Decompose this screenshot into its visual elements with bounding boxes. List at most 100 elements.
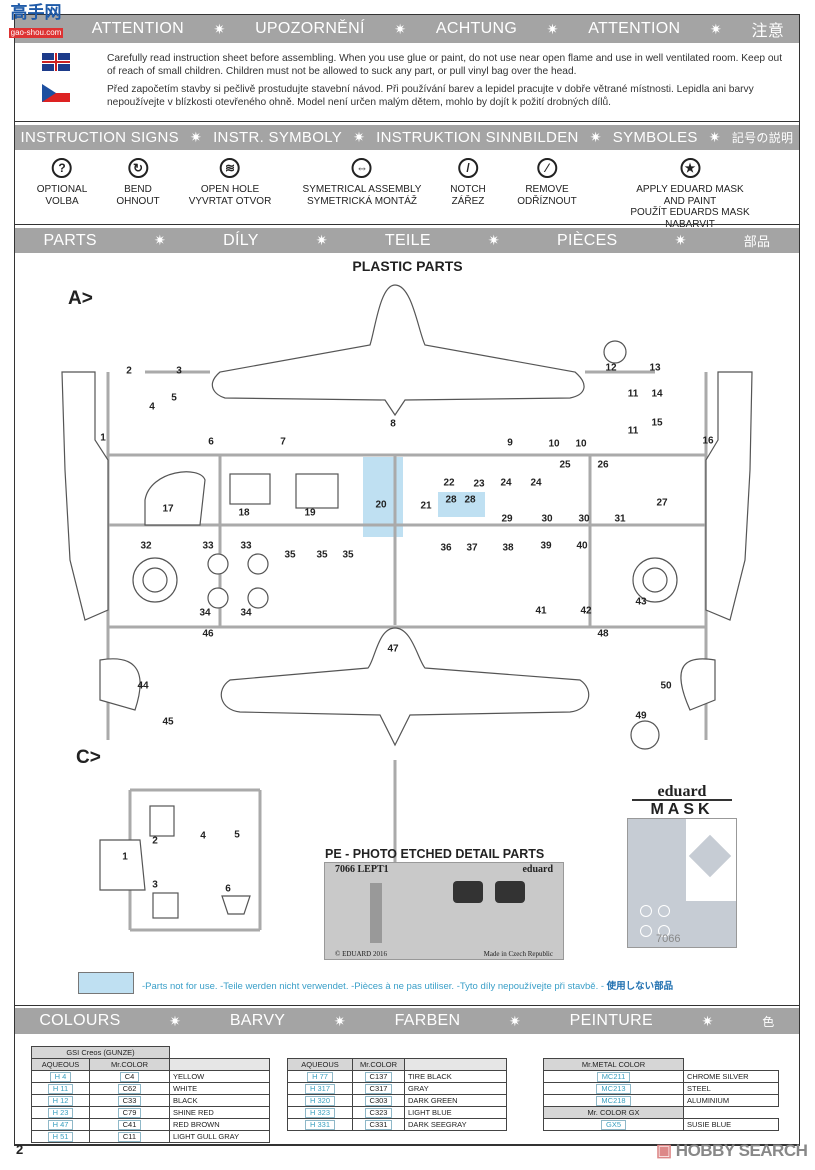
- attention-fr: ATTENTION: [588, 20, 681, 37]
- part-number-label: 36: [440, 542, 452, 554]
- colours-de: FARBEN: [394, 1012, 461, 1029]
- part-number-label: 30: [541, 513, 553, 525]
- part-number-label: 1: [100, 432, 106, 444]
- sign-label: SYMETRICAL ASSEMBLY: [302, 184, 422, 195]
- attention-cz: UPOZORNĚNÍ: [255, 20, 365, 37]
- mrcolor-code: C303: [364, 1095, 393, 1106]
- page-number: 2: [16, 1142, 24, 1157]
- drill-icon: ≋: [219, 158, 240, 178]
- part-number-label: 39: [540, 540, 552, 552]
- sign-label: BEND: [124, 184, 152, 195]
- mrcolor-code: C41: [117, 1119, 142, 1130]
- part-number-label-c: 4: [200, 830, 206, 842]
- parts-jp: 部品: [743, 234, 771, 249]
- part-number-label: 8: [390, 418, 396, 430]
- part-number-label: 38: [502, 542, 514, 554]
- part-number-label: 50: [660, 680, 672, 692]
- colour-name: RED BROWN: [169, 1118, 270, 1131]
- signs-fr: SYMBOLES: [612, 129, 698, 146]
- pe-code: 7066 LEPT1: [335, 864, 389, 875]
- colour-name: GRAY: [404, 1082, 507, 1095]
- aqueous-code: H 320: [304, 1095, 335, 1106]
- mrcolor-code: C323: [364, 1107, 393, 1118]
- parts-fr: PIÈCES: [557, 231, 618, 249]
- part-number-label: 16: [702, 435, 714, 447]
- part-number-label: 46: [202, 628, 214, 640]
- star-icon: ★: [680, 158, 700, 178]
- mrcolor-code: C331: [364, 1119, 393, 1130]
- part-number-label: 33: [202, 540, 214, 552]
- mrcolor-code: C79: [117, 1107, 142, 1118]
- mrcolor-code: C137: [364, 1071, 393, 1082]
- sign-label: REMOVE: [525, 184, 569, 195]
- watermark-text: HOBBY SEARCH: [675, 1141, 808, 1160]
- metal-header: Mr.METAL COLOR: [543, 1058, 684, 1071]
- part-number-label-c: 5: [234, 829, 240, 841]
- attention-de: ACHTUNG: [435, 20, 518, 37]
- mask-sheet-image: 7066: [627, 818, 737, 948]
- mrcolor-code: C4: [119, 1071, 140, 1082]
- colour-name: ALUMINIUM: [683, 1094, 779, 1107]
- part-number-label: 24: [530, 477, 542, 489]
- colours-en: COLOURS: [39, 1012, 121, 1029]
- part-number-label: 31: [614, 513, 626, 525]
- part-number-label: 6: [208, 436, 214, 448]
- mrcolor-code: C11: [117, 1131, 142, 1142]
- part-number-label: 21: [420, 500, 432, 512]
- part-number-label: 22: [443, 477, 455, 489]
- colour-name: SHINE RED: [169, 1106, 270, 1119]
- sign-label-cz: VOLBA: [45, 195, 79, 207]
- colour-code: MC213: [596, 1083, 631, 1094]
- warning-cz: Před započetím stavby si pečlivě prostud…: [107, 84, 754, 108]
- part-number-label: 12: [605, 362, 617, 374]
- colour-name: STEEL: [683, 1082, 779, 1095]
- sign-label-cz: ZÁŘEZ: [451, 195, 485, 207]
- sign-label: NOTCH: [450, 184, 486, 195]
- colour-code: GX5: [600, 1119, 626, 1130]
- bend-arrow-icon: ↻: [128, 158, 148, 178]
- pe-fret-image: 7066 LEPT1 eduard © EDUARD 2016 Made in …: [324, 862, 564, 960]
- attention-header: ATTENTION✷ UPOZORNĚNÍ✷ ACHTUNG✷ ATTENTIO…: [15, 15, 799, 43]
- signs-cz: INSTR. SYMBOLY: [213, 129, 343, 146]
- part-number-label: 19: [304, 507, 316, 519]
- part-number-label: 25: [559, 459, 571, 471]
- part-number-label: 45: [162, 716, 174, 728]
- part-number-label: 29: [501, 513, 513, 525]
- mrcolor-code: C62: [117, 1083, 142, 1094]
- parts-de: TEILE: [384, 231, 431, 249]
- colours-header: COLOURS✷ BARVY✷ FARBEN✷ PEINTURE✷ 色: [15, 1008, 799, 1034]
- legend-text-jp: 使用しない部品: [606, 981, 674, 992]
- colour-row: MC213 STEEL: [543, 1082, 779, 1095]
- symmetric-icon: ⇔: [352, 158, 372, 178]
- signs-header: INSTRUCTION SIGNS✷ INSTR. SYMBOLY✷ INSTR…: [15, 125, 799, 150]
- sign-label: APPLY EDUARD MASK AND PAINT: [636, 184, 744, 207]
- part-number-label: 35: [316, 549, 328, 561]
- part-number-label: 11: [627, 425, 639, 437]
- colour-code: MC211: [596, 1071, 631, 1082]
- mrcolor-header: Mr.COLOR: [89, 1058, 170, 1071]
- part-number-label: 9: [507, 437, 513, 449]
- mrcolor-code: C33: [117, 1095, 142, 1106]
- aqueous-code: H 51: [47, 1131, 74, 1142]
- sprue-drawing: [61, 284, 753, 960]
- not-used-legend: -Parts not for use. -Teile werden nicht …: [142, 978, 673, 992]
- part-number-label: 49: [635, 710, 647, 722]
- colours-jp: 色: [762, 1014, 775, 1029]
- part-number-label: 14: [651, 388, 663, 400]
- mask-word: MASK: [650, 801, 714, 818]
- part-number-label: 37: [466, 542, 478, 554]
- czech-flag-icon: [42, 84, 70, 102]
- part-number-label: 43: [635, 596, 647, 608]
- question-icon: ?: [51, 158, 72, 178]
